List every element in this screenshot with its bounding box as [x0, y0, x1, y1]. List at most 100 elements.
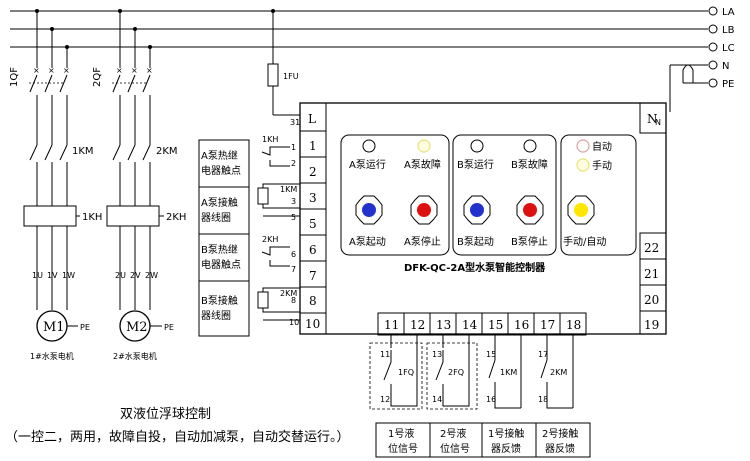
label-b-start: B泵起动 — [457, 236, 494, 248]
thermal-1kh-label: 1KH — [82, 212, 102, 223]
fuse-feed: 1FU 31 N — [267, 11, 661, 127]
svg-text:×: × — [116, 66, 123, 75]
sig-3b: 器反馈 — [491, 442, 521, 455]
bottom-term-16: 16 — [514, 318, 529, 332]
description-title: 双液位浮球控制 — [120, 407, 211, 422]
t5: 5 — [291, 213, 296, 222]
terminal-31-label: 31 — [290, 118, 300, 127]
comp-2kh: 2KH — [262, 235, 278, 244]
power-bus: LA LB LC N PE — [10, 6, 735, 112]
dev-11: 11 — [380, 350, 390, 359]
label-b-fault: B泵故障 — [511, 158, 548, 171]
label-box-b-thermal — [198, 233, 250, 282]
label-box-b-coil — [198, 280, 250, 337]
motor-circuit-1: ××× 1QF 1KM 1KH 1U 1V 1W M1 PE 1#水泵电机 — [9, 11, 102, 361]
fuse-1fu — [267, 63, 279, 87]
t8: 8 — [291, 296, 296, 305]
left-term-2: 2 — [309, 165, 317, 179]
panel-mode — [560, 134, 637, 256]
right-term-N: N — [647, 112, 658, 126]
left-label-4a: B泵接触 — [201, 294, 238, 307]
bottom-term-12: 12 — [410, 318, 425, 332]
t7: 7 — [291, 265, 296, 274]
comp-2km: 2KM — [280, 289, 297, 298]
sig-1a: 1号液 — [388, 427, 414, 440]
fq2-label: 2FQ — [448, 368, 464, 377]
right-term-19: 19 — [644, 318, 659, 332]
breaker-1qf-label: 1QF — [9, 67, 20, 87]
left-label-3b: 电器触点 — [201, 258, 241, 271]
sig-1b: 位信号 — [388, 442, 418, 455]
t2: 2 — [291, 159, 296, 168]
label-a-stop: A泵停止 — [404, 235, 441, 248]
control-components: 1KH 1 2 1KM 3 5 2KH 6 7 2KM 8 10 — [257, 135, 300, 327]
left-label-column: A泵热继 电器触点 A泵接触 器线圈 B泵热继 电器触点 B泵接触 器线圈 — [198, 139, 250, 337]
motor-circuit-2: ××× 2QF 2KM 2KH 2U 2V 2W M2 PE 2#水泵电机 — [92, 11, 186, 361]
coil-2km — [257, 291, 269, 309]
left-term-8: 8 — [309, 294, 317, 308]
b-start-button-frame — [463, 195, 491, 225]
motor2-pe: PE — [164, 323, 174, 332]
a-stop-button[interactable] — [417, 203, 431, 217]
left-label-1b: 电器触点 — [201, 164, 241, 177]
label-manual: 手动 — [592, 159, 612, 172]
motor1-v: 1V — [47, 271, 58, 280]
led-b-run — [470, 139, 484, 153]
motor2-symbol-text: M2 — [126, 320, 148, 335]
b-stop-button-frame — [516, 195, 544, 225]
bottom-devices: 11 1FQ 12 13 2FQ 14 15 1KM 16 17 2KM 18 — [369, 335, 574, 410]
label-b-stop: B泵停止 — [511, 235, 548, 248]
thermal-relay-2kh — [106, 205, 160, 227]
b-stop-button[interactable] — [523, 203, 537, 217]
label-la: LA — [722, 7, 735, 18]
bottom-term-18: 18 — [566, 318, 581, 332]
label-pe: PE — [722, 79, 734, 90]
label-lc: LC — [722, 43, 735, 54]
a-start-button-frame — [355, 195, 383, 225]
label-lb: LB — [722, 25, 735, 36]
sig-4a: 2号接触 — [542, 427, 578, 440]
contactor-1km-label: 1KM — [72, 146, 94, 157]
motor1-symbol-text: M1 — [43, 320, 65, 335]
mode-switch-button[interactable] — [574, 203, 588, 217]
left-term-6: 6 — [309, 243, 317, 257]
left-term-10: 10 — [305, 317, 320, 331]
svg-text:×: × — [63, 66, 70, 75]
label-box-a-coil — [198, 186, 250, 235]
bottom-term-15: 15 — [488, 318, 503, 332]
motor1-u: 1U — [32, 271, 43, 280]
comp-1kh: 1KH — [262, 135, 278, 144]
signal-table: 1号液 位信号 2号液 位信号 1号接触 器反馈 2号接触 器反馈 — [375, 422, 591, 458]
svg-text:×: × — [131, 66, 138, 75]
controller-title: DFK-QC-2A型水泵智能控制器 — [404, 261, 546, 274]
sig-2a: 2号液 — [440, 427, 466, 440]
t6: 6 — [291, 250, 296, 259]
a-stop-button-frame — [410, 195, 438, 225]
terminal-pe — [708, 78, 718, 88]
panel-pump-a — [340, 134, 450, 256]
sig-3a: 1号接触 — [488, 427, 524, 440]
label-a-fault: A泵故障 — [404, 158, 441, 171]
mode-switch-frame — [567, 195, 595, 225]
fb-1km-label: 1KM — [500, 368, 517, 377]
right-term-21: 21 — [644, 267, 659, 281]
motor1-w: 1W — [62, 271, 75, 280]
sig-4b: 器反馈 — [545, 442, 575, 455]
t3: 3 — [291, 197, 296, 206]
bottom-term-14: 14 — [462, 318, 478, 332]
panel-pump-b — [452, 134, 557, 256]
svg-text:×: × — [146, 66, 153, 75]
led-auto — [576, 139, 590, 153]
t10: 10 — [289, 318, 299, 327]
motor2-w: 2W — [145, 271, 158, 280]
thermal-contact-2 — [261, 246, 290, 267]
terminal-lc — [708, 42, 718, 52]
motor2-u: 2U — [115, 271, 126, 280]
b-start-button[interactable] — [470, 203, 484, 217]
left-term-3: 3 — [309, 191, 317, 205]
thermal-contact-1 — [261, 146, 290, 167]
description-subtitle: （一控二，两用，故障自投，自动加减泵，自动交替运行。） — [5, 429, 350, 445]
dev-16: 16 — [486, 395, 496, 404]
a-start-button[interactable] — [362, 203, 376, 217]
led-a-run — [362, 139, 376, 153]
